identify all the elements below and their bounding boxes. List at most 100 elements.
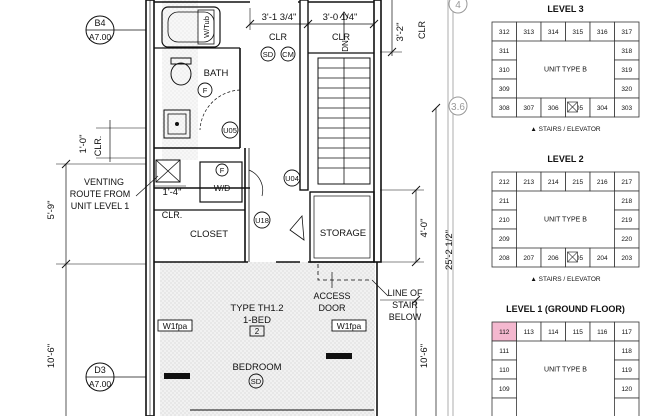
unit-number: 319 (621, 67, 632, 74)
unit-number: 303 (621, 105, 632, 112)
dimension-text: 3'-0 1/4" (323, 12, 358, 23)
room-label-bath: BATH (204, 68, 229, 79)
key-plan-title: LEVEL 3 (547, 4, 583, 14)
dimension-text: 1'-4" (163, 187, 182, 198)
unit-number: 316 (597, 29, 608, 36)
unit-bed-label: 1-BED (243, 315, 271, 326)
unit-number: 310 (499, 67, 510, 74)
dimension-text: 3'-1 3/4" (262, 12, 297, 23)
unit-number: 115 (573, 329, 584, 336)
unit-number: 112 (499, 329, 510, 336)
unit-number: 317 (621, 29, 632, 36)
tub-label: W/Tub (202, 16, 211, 38)
unit-number: 320 (621, 86, 632, 93)
access-door-note-line: ACCESS (313, 291, 350, 301)
unit-number: 220 (621, 236, 632, 243)
unit-number-cell (491, 397, 517, 416)
door-tag-u18: U18 (255, 216, 269, 225)
unit-number: 204 (597, 255, 608, 262)
unit-number: 206 (548, 255, 559, 262)
key-plan-title: LEVEL 1 (GROUND FLOOR) (506, 304, 625, 314)
washer-dryer-label: W/D (214, 183, 231, 193)
unit-number: 213 (523, 179, 534, 186)
clr-label: CLR (417, 21, 427, 40)
unit-number-cell (614, 97, 640, 118)
dimension-text: 5'-9" (46, 201, 57, 220)
dimension-text: 1'-0" (78, 135, 89, 154)
grid-bubble-4: 4 (455, 0, 461, 11)
unit-number: 209 (499, 236, 510, 243)
unit-number: 307 (523, 105, 534, 112)
door-tag-u05: U05 (223, 126, 237, 135)
venting-note-line: UNIT LEVEL 1 (71, 201, 130, 211)
unit-number: 309 (499, 86, 510, 93)
unit-number: 208 (499, 255, 510, 262)
clr-label: CLR. (162, 210, 183, 220)
section-tag-d3-ref: D3 (94, 365, 106, 375)
fan-label: F (220, 166, 225, 175)
unit-number: 212 (499, 179, 510, 186)
unit-type-center-label: UNIT TYPE B (544, 216, 587, 223)
grid-bubble-3-6: 3.6 (451, 102, 465, 113)
unit-number: 315 (572, 29, 583, 36)
fan-label: F (203, 86, 208, 95)
unit-number: 311 (499, 48, 510, 55)
unit-number: 205 (572, 255, 583, 262)
unit-number: 219 (621, 217, 632, 224)
unit-number: 304 (597, 105, 608, 112)
unit-number: 120 (621, 386, 632, 393)
stair-below-note-line: LINE OF (387, 288, 423, 298)
window-tag: W1fpa (163, 321, 188, 331)
unit-number: 110 (499, 367, 510, 374)
unit-number: 312 (499, 29, 510, 36)
section-tag-d3-sheet: A7.00 (89, 379, 111, 389)
unit-number: 314 (548, 29, 559, 36)
plan-labels: B4 A7.00 D3 A7.00 4 3.6 3'-1 3/4" 3'-0 1… (46, 0, 465, 389)
unit-number: 113 (524, 329, 535, 336)
clr-label: CLR. (93, 136, 103, 157)
unit-type-center-label: UNIT TYPE B (544, 66, 587, 73)
clr-label: CLR (269, 32, 288, 42)
room-label-closet: CLOSET (190, 229, 228, 240)
clr-label: CLR (332, 32, 351, 42)
door-tag-u04: U04 (285, 174, 299, 183)
room-label-bedroom: BEDROOM (232, 362, 281, 373)
unit-number: 203 (621, 255, 632, 262)
unit-number: 313 (523, 29, 534, 36)
stairs-elevator-legend: ▲ STAIRS / ELEVATOR (530, 276, 601, 283)
unit-number: 117 (622, 329, 633, 336)
unit-number-cell (614, 247, 640, 268)
dimension-text: 4'-0" (419, 219, 430, 238)
access-door-note-line: DOOR (319, 303, 347, 313)
unit-type-label: TYPE TH1.2 (230, 303, 283, 314)
unit-type-center-label: UNIT TYPE B (544, 366, 587, 373)
section-tag-b4-sheet: A7.00 (89, 32, 111, 42)
smoke-detector-label: SD (251, 377, 262, 386)
unit-number: 306 (548, 105, 559, 112)
plan-geometry (56, 0, 468, 416)
key-plan-title: LEVEL 2 (547, 154, 583, 164)
key-plans: LEVEL 3 312 313 314 315 316 317 311 310 309 318 319… (491, 4, 640, 416)
unit-number-label: 2 (255, 327, 260, 336)
dimension-text: 10'-6" (46, 344, 57, 368)
unit-number: 218 (621, 198, 632, 205)
dimension-text: 25'-2 1/2" (444, 230, 455, 270)
unit-number: 119 (622, 367, 633, 374)
unit-number: 214 (548, 179, 559, 186)
unit-number: 216 (597, 179, 608, 186)
window-tag: W1fpa (337, 321, 362, 331)
unit-number: 109 (499, 386, 510, 393)
unit-number: 207 (523, 255, 534, 262)
unit-number: 318 (621, 48, 632, 55)
unit-number: 305 (572, 105, 583, 112)
unit-number: 116 (597, 329, 608, 336)
stairs-elevator-legend: ▲ STAIRS / ELEVATOR (530, 126, 601, 133)
unit-number: 210 (499, 217, 510, 224)
stair-below-note-line: STAIR (392, 300, 418, 310)
unit-number: 217 (621, 179, 632, 186)
stair-down-label: DN (341, 40, 350, 52)
unit-number: 308 (499, 105, 510, 112)
venting-note-line: VENTING (84, 177, 124, 187)
unit-number: 215 (572, 179, 583, 186)
